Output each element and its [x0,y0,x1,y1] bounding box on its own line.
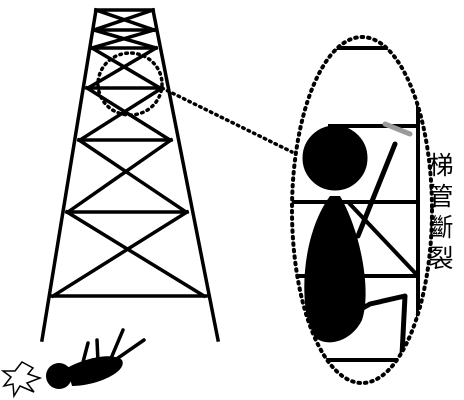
zoom-leader-line [162,88,292,152]
lattice-tower [42,10,218,340]
label-char-4: 裂 [423,243,459,274]
zoom-ellipse-border [292,37,432,383]
pipe-rupture-label: 梯 管 斷 裂 [423,150,459,274]
label-char-2: 管 [423,181,459,212]
impact-burst-icon [3,362,40,396]
fallen-worker-icon [3,330,144,396]
tower-left-leg [42,10,96,340]
label-char-1: 梯 [423,150,459,181]
tower-right-leg [153,10,218,340]
climbing-worker-icon [303,126,405,355]
label-char-3: 斷 [423,212,459,243]
